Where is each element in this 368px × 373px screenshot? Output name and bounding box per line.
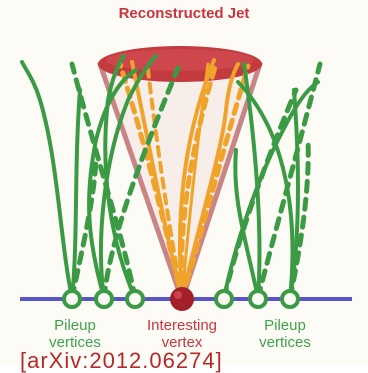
pileup-track-dashed: [258, 64, 320, 298]
pileup-vertex: [282, 291, 298, 307]
interesting-vertex-highlight: [174, 291, 182, 299]
pileup-vertex: [250, 291, 266, 307]
interesting-label-line: Interesting: [132, 318, 232, 335]
pileup-vertex: [64, 291, 80, 307]
interesting-vertex: [170, 287, 194, 311]
pileup-track-solid: [72, 90, 80, 298]
pileup-vertex: [216, 291, 232, 307]
pileup-vertex: [96, 291, 112, 307]
pileup-track-solid: [22, 62, 72, 298]
pileup-vertices-label-right: Pileup vertices: [245, 318, 325, 351]
pileup-vertices-label-left: Pileup vertices: [40, 318, 110, 351]
diagram-title: Reconstructed Jet: [84, 6, 284, 23]
pileup-vertex: [127, 291, 143, 307]
interesting-vertex-label: Interesting vertex: [132, 318, 232, 351]
pileup-label-line: Pileup: [245, 318, 325, 335]
citation: [arXiv:2012.06274]: [20, 349, 350, 373]
pileup-label-line: Pileup: [40, 318, 110, 335]
diagram-canvas: Reconstructed Jet Pileup vertices Intere…: [0, 0, 368, 365]
jet-pileup-diagram: [0, 0, 368, 365]
